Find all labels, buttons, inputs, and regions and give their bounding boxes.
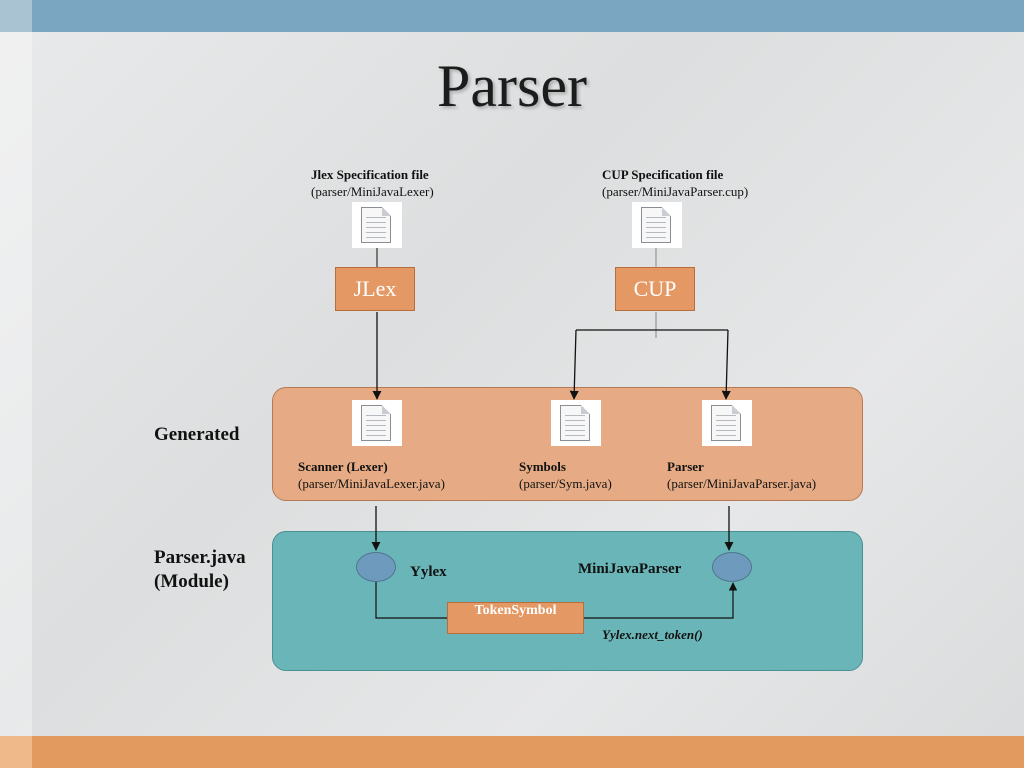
- cup-spec-name: CUP Specification file: [602, 167, 724, 182]
- parser-file-name: Parser: [667, 459, 704, 474]
- left-stripe: [0, 32, 32, 736]
- module-label-line1: Parser.java: [154, 547, 246, 568]
- top-bar-corner: [0, 0, 32, 32]
- slide-title: Parser: [437, 53, 587, 119]
- parser-file-path: (parser/MiniJavaParser.java): [667, 476, 817, 491]
- yylex-to-token-line: [375, 582, 447, 619]
- cup-spec-label: CUP Specification file (parser/MiniJavaP…: [602, 166, 748, 200]
- yylex-node: [356, 552, 396, 582]
- scanner-file-path: (parser/MiniJavaLexer.java): [298, 476, 445, 491]
- jlex-tool-box: JLex: [335, 267, 415, 311]
- cup-to-symbols-arrow: [569, 329, 579, 400]
- module-label: Parser.java (Module): [154, 546, 246, 594]
- cup-tool-box: CUP: [615, 267, 695, 311]
- scanner-file-name: Scanner (Lexer): [298, 459, 388, 474]
- symbols-file-path: (parser/Sym.java): [519, 476, 612, 491]
- minijavaparser-label: MiniJavaParser: [578, 561, 682, 577]
- bottom-bar: [0, 736, 1024, 768]
- token-to-parser-arrow: [584, 582, 738, 619]
- yylex-label: Yylex: [410, 564, 447, 580]
- generated-label: Generated: [154, 424, 240, 445]
- module-label-line2: (Module): [154, 571, 229, 592]
- symbols-file-label: Symbols (parser/Sym.java): [519, 458, 612, 492]
- cup-to-parser-arrow: [721, 329, 731, 400]
- symbols-file-name: Symbols: [519, 459, 566, 474]
- jlex-spec-name: Jlex Specification file: [311, 167, 429, 182]
- cup-spec-document-icon: [632, 202, 682, 248]
- jlex-spec-document-icon: [352, 202, 402, 248]
- jlex-spec-path: (parser/MiniJavaLexer): [311, 184, 434, 199]
- next-token-call-label: Yylex.next_token(): [602, 627, 703, 642]
- cup-spec-path: (parser/MiniJavaParser.cup): [602, 184, 749, 199]
- parser-file-label: Parser (parser/MiniJavaParser.java): [667, 458, 816, 492]
- minijavaparser-node: [712, 552, 752, 582]
- tokensymbol-box: TokenSymbol: [447, 602, 584, 634]
- bottom-bar-corner: [0, 736, 32, 768]
- top-bar: [0, 0, 1024, 32]
- symbols-document-icon: [551, 400, 601, 446]
- scanner-document-icon: [352, 400, 402, 446]
- parser-document-icon: [702, 400, 752, 446]
- jlex-spec-label: Jlex Specification file (parser/MiniJava…: [311, 166, 434, 200]
- scanner-file-label: Scanner (Lexer) (parser/MiniJavaLexer.ja…: [298, 458, 445, 492]
